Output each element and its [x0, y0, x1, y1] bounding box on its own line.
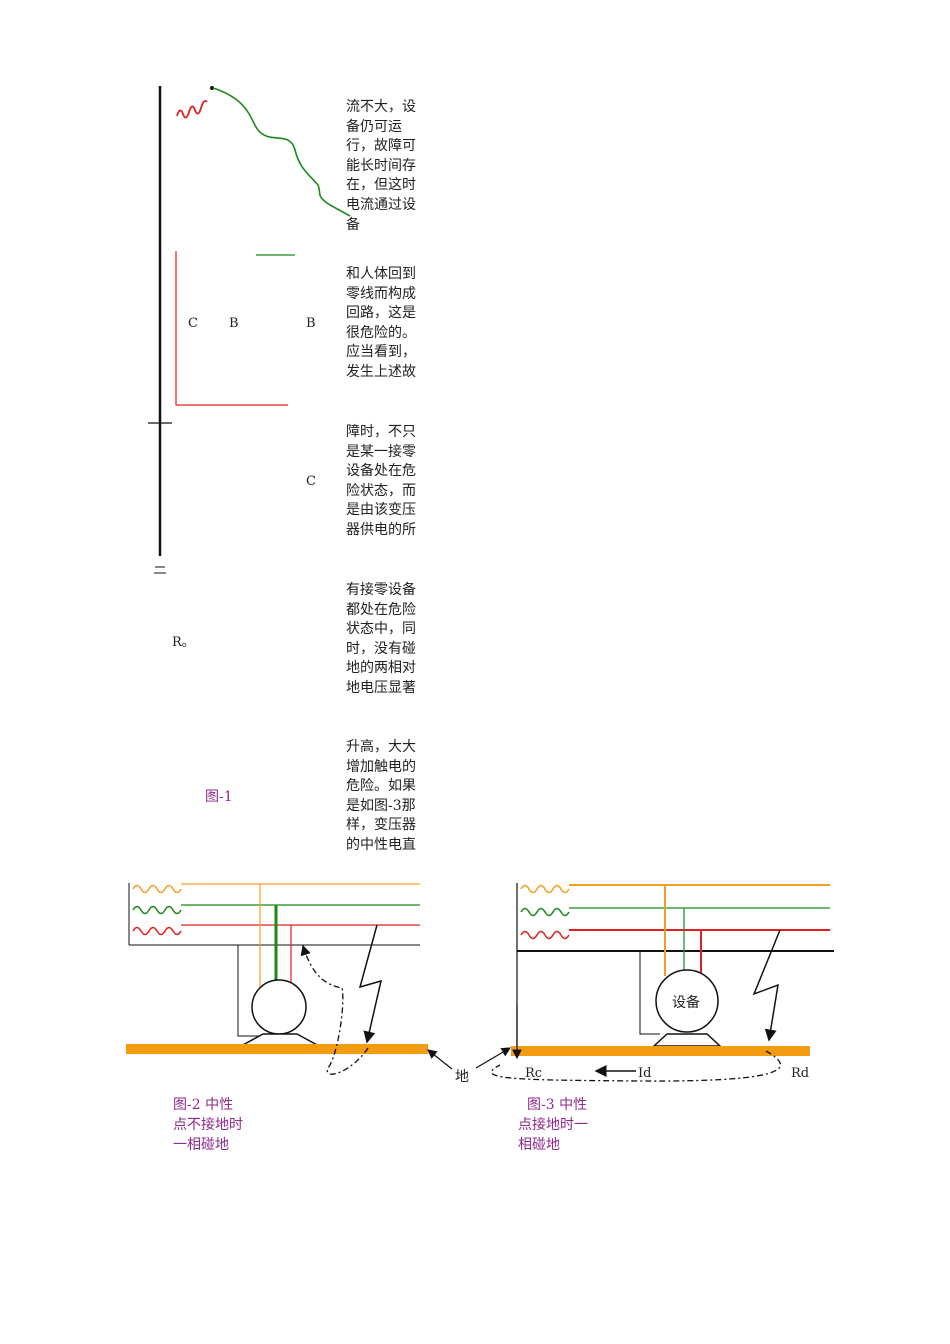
text-line: 状态中，同 — [346, 621, 416, 638]
text-line: 危险。如果 — [346, 778, 416, 795]
text-line: 都处在危险 — [346, 601, 416, 618]
figure-3-drawing — [475, 883, 834, 1082]
text-line: 障时，不只 — [346, 424, 416, 440]
caption-line: 图-3 中性 — [527, 1097, 588, 1113]
text-line: 行，故障可 — [346, 138, 416, 155]
fig3-device — [655, 969, 719, 1033]
figure-1-diagram — [148, 86, 351, 574]
text-line: 器供电的所 — [346, 521, 416, 538]
caption-line: 相碰地 — [518, 1137, 560, 1153]
text-paragraph-1: 流不大，设 备仍可运 行，故障可 能长时间存 在，但这时 电流通过设 备 — [346, 98, 430, 235]
text-line: 很危险的。 — [346, 324, 416, 341]
text-line: 和人体回到 — [346, 266, 416, 282]
fig3-device-label: 设备 — [672, 995, 700, 1011]
fig2-ground-bar — [126, 1044, 428, 1054]
fig1-contact-dot — [210, 86, 214, 90]
text-line: 时，没有碰 — [346, 640, 416, 657]
fig3-label-rd: Rd — [791, 1066, 810, 1081]
text-line: 升高，大大 — [346, 739, 416, 755]
fig2-fault-bolt — [358, 924, 383, 1044]
fig3-ground-bar — [511, 1046, 810, 1056]
text-line: 在，但这时 — [346, 177, 416, 194]
fig3-caption: 图-3 中性 点接地时一 相碰地 — [518, 1095, 588, 1155]
fig1-red-coil — [176, 99, 208, 119]
text-line: 回路，这是 — [346, 305, 416, 322]
text-line: 备仍可运 — [346, 118, 402, 135]
text-paragraph-5: 升高，大大 增加触电的 危险。如果 是如图-3那 样，变压器 的中性电直 — [346, 738, 430, 856]
text-line: 的中性电直 — [346, 836, 416, 853]
figure-2-drawing — [126, 883, 453, 1075]
fig3-label-id: Id — [638, 1066, 652, 1081]
fig2-green-coil — [132, 905, 182, 915]
fig3-yellow-coil — [520, 884, 570, 894]
fig1-label-r: R。 — [172, 635, 195, 650]
text-line: 设备处在危 — [346, 463, 416, 480]
text-line: 险状态，而 — [346, 482, 416, 499]
fig2-motor — [251, 979, 307, 1035]
text-line: 增加触电的 — [346, 758, 416, 775]
fig3-fault-bolt — [752, 929, 781, 1042]
fig2-dashed-return — [300, 944, 369, 1075]
fig1-label-c-bottom: C — [306, 474, 316, 489]
fig3-ground-arrow — [475, 1047, 512, 1069]
caption-line: 一相碰地 — [173, 1137, 229, 1153]
fig3-red-coil — [520, 930, 570, 940]
text-line: 流不大，设 — [346, 99, 416, 115]
fig2-ground-arrow — [427, 1049, 453, 1070]
fig2-caption: 图-2 中性 点不接地时 一相碰地 — [173, 1095, 243, 1155]
text-paragraph-2: 和人体回到 零线而构成 回路，这是 很危险的。 应当看到， 发生上述故 — [346, 265, 430, 383]
text-line: 有接零设备 — [346, 582, 416, 598]
fig1-label-b-left: B — [229, 316, 239, 331]
text-line: 地的两相对 — [346, 660, 416, 677]
ground-label: 地 — [455, 1069, 469, 1085]
fig1-green-wire — [212, 87, 351, 217]
caption-line: 图-2 中性 — [173, 1097, 234, 1113]
text-line: 样，变压器 — [346, 817, 416, 834]
fig2-red-coil — [132, 926, 182, 936]
text-line: 应当看到， — [346, 344, 416, 361]
text-line: 是由该变压 — [346, 502, 416, 519]
fig1-red-bracket — [175, 251, 288, 406]
text-paragraph-4: 有接零设备 都处在危险 状态中，同 时，没有碰 地的两相对 地电压显著 — [346, 581, 430, 699]
text-line: 发生上述故 — [346, 363, 416, 380]
text-line: 地电压显著 — [346, 679, 416, 696]
fig3-label-rc: Rc — [525, 1066, 543, 1081]
figures-2-3-diagram — [126, 883, 834, 1082]
fig3-dashed-return — [490, 1050, 782, 1082]
fig1-label-b-right: B — [306, 316, 316, 331]
fig2-yellow-coil — [132, 884, 182, 894]
fig2-frame-wire — [237, 945, 258, 1037]
fig1-label-c-top: C — [188, 316, 198, 331]
fig3-frame-wire — [639, 951, 660, 1035]
text-line: 是如图-3那 — [346, 797, 416, 814]
text-line: 零线而构成 — [346, 285, 416, 302]
caption-line: 点不接地时 — [173, 1117, 243, 1133]
text-line: 能长时间存 — [346, 157, 416, 174]
fig3-device-base — [652, 1033, 722, 1047]
text-line: 备 — [346, 216, 360, 233]
fig3-green-coil — [520, 907, 570, 917]
text-line: 是某一接零 — [346, 443, 416, 460]
fig1-caption: 图-1 — [205, 789, 233, 805]
text-line: 电流通过设 — [346, 196, 416, 213]
caption-line: 点接地时一 — [518, 1117, 588, 1133]
text-paragraph-3: 障时，不只 是某一接零 设备处在危 险状态，而 是由该变压 器供电的所 — [346, 423, 430, 541]
